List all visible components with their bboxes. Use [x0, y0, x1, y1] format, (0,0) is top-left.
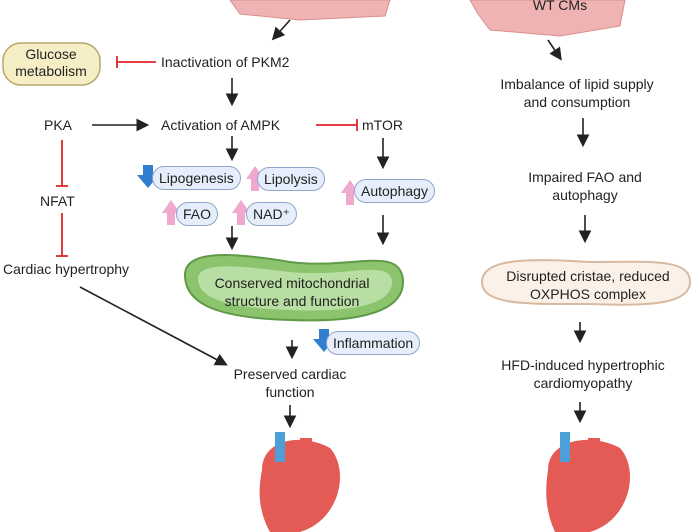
pka-label: PKA [44, 117, 73, 133]
up-arrow-icon [162, 200, 180, 225]
mito-label-2: structure and function [224, 293, 360, 309]
mtor-label: mTOR [362, 117, 403, 133]
arrow [79, 286, 228, 366]
hfd-label-2: cardiomyopathy [533, 375, 633, 391]
impaired-label-2: autophagy [552, 187, 618, 203]
preserved-label-1: Preserved cardiac [233, 366, 347, 382]
down-arrow-icon [137, 165, 159, 188]
arrow [547, 39, 562, 61]
pkm2-label: Inactivation of PKM2 [161, 54, 290, 70]
imbalance-label-2: and consumption [523, 94, 631, 110]
glucose-metabolism-label: Glucose metabolism [15, 46, 87, 79]
lipogenesis-pill: Lipogenesis [152, 166, 241, 190]
nfat-label: NFAT [40, 193, 75, 209]
up-arrow-icon [246, 166, 264, 191]
up-arrow-icon [232, 200, 250, 225]
damaged-mitochondrion-image [480, 259, 692, 306]
heart-left-image [259, 432, 340, 532]
disrupted-label-2: OXPHOS complex [530, 286, 646, 302]
impaired-label-1: Impaired FAO and [528, 169, 642, 185]
cardiomyocyte-right-image [469, 0, 626, 37]
cardiac-hypertrophy-label: Cardiac hypertrophy [3, 261, 130, 277]
cardiomyocyte-left-image [229, 0, 391, 21]
mito-label-1: Conserved mitochondrial [214, 275, 370, 291]
nad-pill: NAD⁺ [246, 202, 297, 226]
fao-pill: FAO [176, 202, 219, 226]
arrow [271, 19, 291, 41]
down-arrow-icon [313, 329, 335, 352]
cell-label: WT CMs [532, 0, 588, 13]
ampk-label: Activation of AMPK [161, 117, 281, 133]
preserved-label-2: function [265, 384, 315, 400]
disrupted-label-1: Disrupted cristae, reduced [506, 268, 670, 284]
glucose-box [2, 42, 101, 86]
imbalance-label-1: Imbalance of lipid supply [500, 76, 654, 92]
autophagy-pill: Autophagy [354, 179, 435, 203]
up-arrow-icon [341, 180, 359, 205]
lipolysis-pill: Lipolysis [257, 167, 325, 191]
hfd-label-1: HFD-induced hypertrophic [501, 357, 665, 373]
heart-right-image [546, 432, 630, 532]
inflammation-pill: Inflammation [326, 331, 421, 355]
